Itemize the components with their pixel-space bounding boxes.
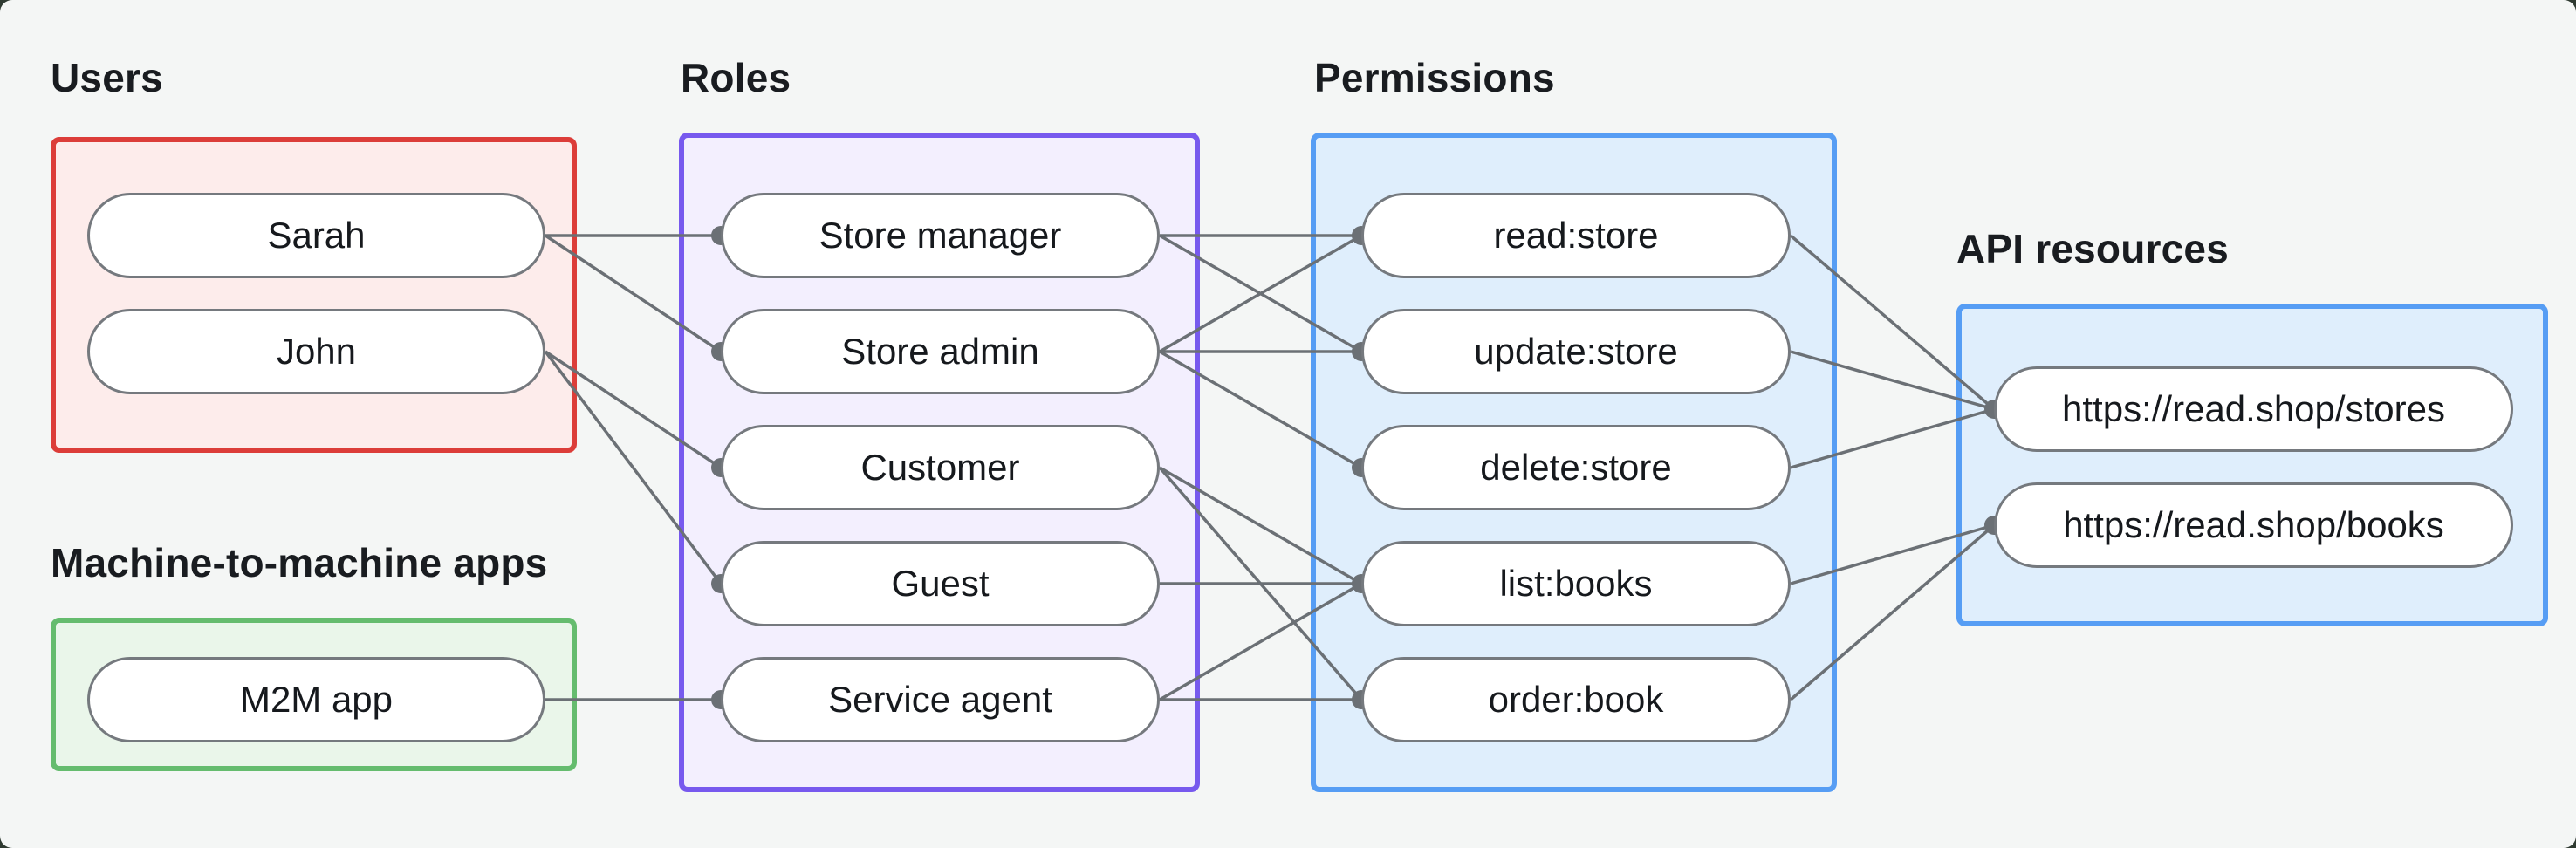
node-store-admin: Store admin (721, 309, 1160, 394)
edge-customer-to-list-books (1159, 466, 1362, 585)
node-store-manager: Store manager (721, 193, 1160, 278)
node-delete-store: delete:store (1361, 425, 1791, 510)
node-update-store: update:store (1361, 309, 1791, 394)
edge-service-agent-to-list-books (1159, 582, 1362, 701)
edge-order-book-to-books-api (1789, 523, 1996, 701)
edge-john-to-guest (544, 350, 723, 585)
edge-store-admin-to-read-store (1159, 234, 1362, 353)
node-john: John (87, 309, 545, 394)
edge-store-admin-to-delete-store (1159, 350, 1362, 469)
node-guest: Guest (721, 541, 1160, 626)
m2m-group-label: Machine-to-machine apps (51, 540, 548, 585)
node-read-store: read:store (1361, 193, 1791, 278)
node-customer: Customer (721, 425, 1160, 510)
edge-john-to-customer (545, 350, 722, 469)
node-list-books: list:books (1361, 541, 1791, 626)
permissions-group-label: Permissions (1314, 55, 1555, 100)
api-resources-group-label: API resources (1956, 226, 2229, 271)
node-order-book: order:book (1361, 657, 1791, 742)
node-service-agent: Service agent (721, 657, 1160, 742)
edge-delete-store-to-stores-api (1790, 407, 1995, 469)
edge-list-books-to-books-api (1790, 523, 1995, 585)
node-books-api: https://read.shop/books (1994, 482, 2513, 568)
users-group-label: Users (51, 55, 163, 100)
edge-update-store-to-stores-api (1790, 350, 1995, 411)
node-m2m-app: M2M app (87, 657, 545, 742)
edge-sarah-to-store-admin (545, 234, 722, 353)
edge-read-store-to-stores-api (1789, 234, 1996, 411)
api-resources-group-box (1956, 304, 2548, 626)
node-stores-api: https://read.shop/stores (1994, 366, 2513, 452)
node-sarah: Sarah (87, 193, 545, 278)
roles-group-label: Roles (681, 55, 791, 100)
users-group-box (51, 137, 577, 453)
